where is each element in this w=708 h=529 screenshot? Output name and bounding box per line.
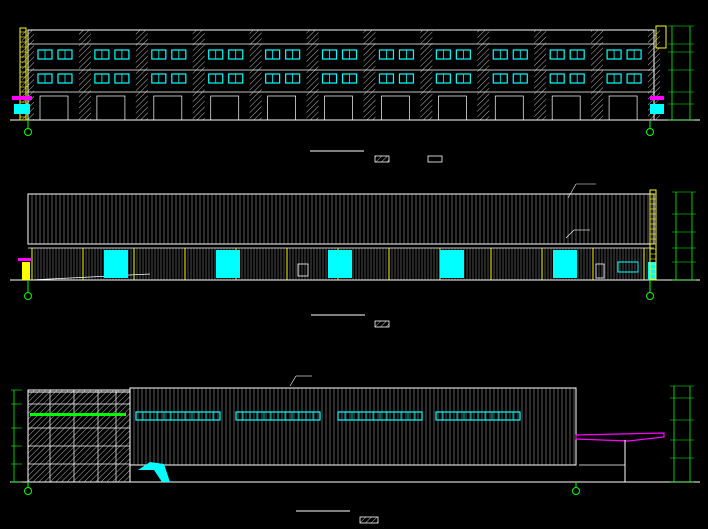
axis-marker xyxy=(24,292,32,300)
pilaster xyxy=(363,30,376,120)
elevation-2-right-column xyxy=(649,189,657,281)
ground-opening xyxy=(39,95,69,121)
elevation-3-dimension-chain xyxy=(670,385,694,483)
axis-marker xyxy=(572,487,580,495)
ground-opening xyxy=(324,95,353,121)
door xyxy=(216,250,240,278)
elevation-1 xyxy=(10,25,700,163)
elevation-2 xyxy=(10,183,700,328)
elevation-3-stair xyxy=(138,462,170,482)
elevation-2-cyan-doors xyxy=(104,250,577,278)
elevation-1-left-cap xyxy=(12,96,32,100)
elevation-1-right-cap xyxy=(650,96,664,100)
pilaster xyxy=(192,30,205,120)
pilaster xyxy=(477,30,490,120)
elevation-3-green-band xyxy=(30,413,126,416)
elevation-1-dimension-chain xyxy=(668,25,694,121)
ground-opening xyxy=(210,95,240,121)
callout-leader xyxy=(565,229,575,239)
elevation-2-dimension-chain xyxy=(672,191,696,281)
elevation-2-right-column-ticks xyxy=(650,193,656,280)
ground-opening xyxy=(608,95,638,121)
axis-marker xyxy=(646,128,654,136)
legend-hatch-swatch xyxy=(374,320,390,328)
axis-marker xyxy=(24,128,32,136)
ground-opening xyxy=(381,95,410,121)
elevation-1-left-block xyxy=(14,104,30,114)
legend-hatch-swatch xyxy=(359,516,379,524)
legend-plain-swatch xyxy=(427,155,443,163)
callout-leader xyxy=(567,183,577,199)
door xyxy=(553,250,577,278)
elevation-3-left-dimension-chain xyxy=(11,389,22,483)
elevation-1-windows xyxy=(37,49,642,121)
pilaster xyxy=(591,30,604,120)
elevation-1-right-block xyxy=(650,104,664,114)
pilaster xyxy=(78,30,91,120)
pilaster xyxy=(306,30,319,120)
pilaster xyxy=(249,30,262,120)
elevation-3-window-bands xyxy=(135,411,521,421)
axis-marker xyxy=(24,487,32,495)
elevation-3-canopy xyxy=(575,432,665,442)
door xyxy=(104,250,128,278)
pilaster xyxy=(534,30,547,120)
door xyxy=(328,250,352,278)
elevation-2-vent xyxy=(617,261,639,273)
pilaster xyxy=(420,30,433,120)
elevation-1-hatch-columns xyxy=(22,30,660,120)
ground-opening xyxy=(551,95,581,121)
elevation-2-door-small xyxy=(297,263,309,277)
legend-hatch-swatch xyxy=(374,155,390,163)
elevation-3 xyxy=(10,375,700,524)
ground-opening xyxy=(153,95,183,121)
elevation-3-cladding-lines xyxy=(133,388,575,465)
door xyxy=(440,250,464,278)
elevation-2-left-cap xyxy=(18,258,32,261)
elevation-3-office-grid xyxy=(28,390,130,482)
elevation-3-office-block xyxy=(27,389,131,483)
elevation-2-ramp xyxy=(29,273,151,281)
elevation-2-door-small xyxy=(595,263,605,279)
axis-marker xyxy=(646,292,654,300)
elevation-1-parapet xyxy=(655,25,667,49)
elevation-1-left-column xyxy=(19,27,27,121)
ground-opening xyxy=(438,95,467,121)
ground-opening xyxy=(96,95,126,121)
elevation-2-cladding-lines xyxy=(31,194,653,244)
elevation-2-left-block xyxy=(22,262,30,280)
ground-opening xyxy=(494,95,524,121)
pilaster xyxy=(135,30,148,120)
elevation-2-right-block xyxy=(648,262,656,280)
ground-opening xyxy=(267,95,296,121)
callout-leader xyxy=(289,375,297,387)
